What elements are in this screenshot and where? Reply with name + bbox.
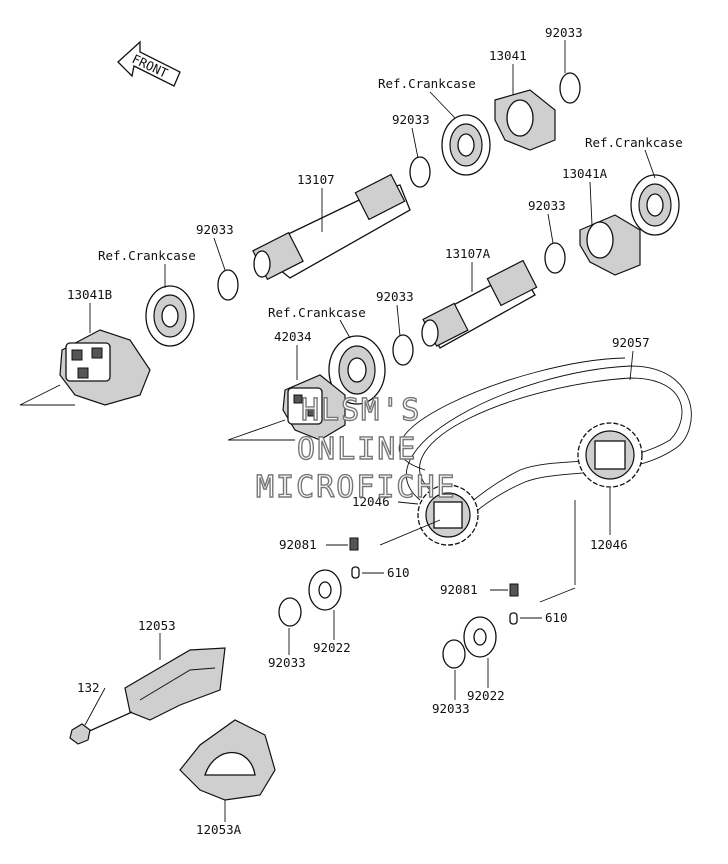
circlip-top [559,72,581,104]
part-42034-hub [282,374,346,441]
bolt-132 [69,711,133,745]
leader-lines [84,40,656,822]
part-13041A-hub [579,214,641,276]
bearing-top [441,114,491,176]
bearing-left [145,285,195,347]
pin-left [351,566,360,579]
label-12053A: 12053A [196,822,242,837]
label-13107A: 13107A [445,246,491,261]
sprocket-right [577,422,643,488]
label-13107: 13107 [297,172,335,187]
label-92081-right: 92081 [440,582,478,597]
chain-guide-12053A [179,719,276,801]
bearing-right [630,174,680,236]
shaft-13107A [421,259,538,349]
part-13041-hub [494,89,556,151]
label-12046-right: 12046 [590,537,628,552]
watermark-line-3: MICROFICHE [256,470,457,505]
label-92033-low-right: 92033 [432,701,470,716]
drive-chain [398,357,692,541]
circlip-low-left [278,597,302,627]
label-refcrankcase-top: Ref.Crankcase [378,76,476,91]
part-labels: 13041 92033 Ref.Crankcase 92033 13107 Re… [67,25,683,837]
washer-left [308,569,342,611]
label-132: 132 [77,680,100,695]
label-92057: 92057 [612,335,650,350]
label-refcrankcase-mid: Ref.Crankcase [268,305,366,320]
label-12046-left: 12046 [352,494,390,509]
bearing-mid [328,335,386,405]
label-92033-top: 92033 [545,25,583,40]
label-92033-left: 92033 [196,222,234,237]
label-610-left: 610 [387,565,410,580]
watermark: HLSM'S ONLINE MICROFICHE [255,392,457,505]
front-arrow-icon: FRONT [117,40,181,87]
label-92033-low-left: 92033 [268,655,306,670]
label-13041A: 13041A [562,166,608,181]
label-42034: 42034 [274,329,312,344]
label-92022-left: 92022 [313,640,351,655]
washer-right [463,616,497,658]
label-13041B: 13041B [67,287,112,302]
watermark-line-2: ONLINE [297,432,417,467]
circlip-mid [392,334,414,366]
front-arrow-label: FRONT [130,51,171,81]
sprocket-left [417,484,479,546]
label-92033-right: 92033 [528,198,566,213]
label-13041: 13041 [489,48,527,63]
circlip-right [544,242,566,274]
label-92033-upper: 92033 [392,112,430,127]
part-13041B-hub [59,329,151,406]
pin-right [509,612,518,625]
circlip-upper [409,156,431,188]
label-refcrankcase-right: Ref.Crankcase [585,135,683,150]
watermark-line-1: HLSM'S [301,393,421,428]
label-92022-right: 92022 [467,688,505,703]
circlip-low-right [442,639,466,669]
label-92081-left: 92081 [279,537,317,552]
label-92033-mid: 92033 [376,289,414,304]
chain-guide-12053 [124,647,226,721]
label-12053: 12053 [138,618,176,633]
spring-left [349,537,359,551]
spring-right [509,583,519,597]
shaft-13107 [252,173,411,281]
label-refcrankcase-left: Ref.Crankcase [98,248,196,263]
circlip-left [217,269,239,301]
label-610-right: 610 [545,610,568,625]
